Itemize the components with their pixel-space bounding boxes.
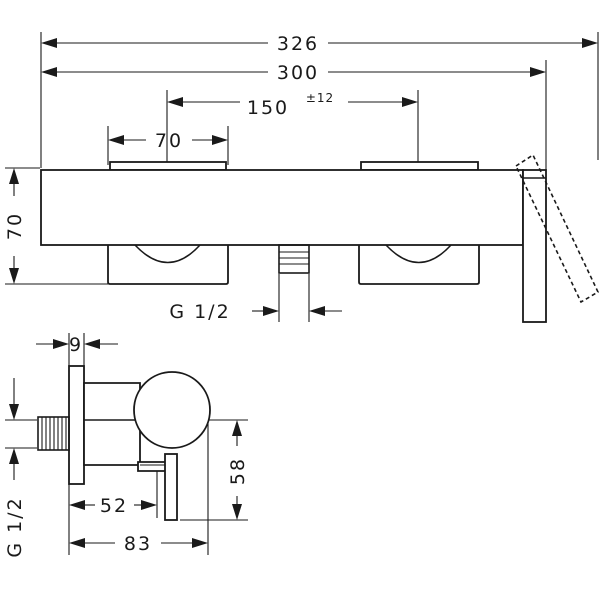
dim-handle-spacing-tolerance: ±12 xyxy=(306,91,334,105)
dim-body-width: 300 xyxy=(277,62,319,84)
front-view: 326 300 150 ±12 70 70 G 1/2 xyxy=(4,32,600,323)
lever-handle xyxy=(514,153,600,323)
threaded-inlet xyxy=(37,416,70,451)
dim-inlet-thread-front: G 1/2 xyxy=(169,301,230,323)
outlet-connector xyxy=(278,244,310,274)
dim-side-height: 58 xyxy=(227,457,249,485)
dim-spout-offset: 52 xyxy=(100,495,128,517)
dim-handle-width: 70 xyxy=(155,130,183,152)
left-handle-bottom xyxy=(107,239,229,285)
dim-handle-spacing: 150 xyxy=(247,97,289,119)
dim-handle-projection: 83 xyxy=(124,533,152,555)
mixer-body xyxy=(40,169,524,246)
side-lever xyxy=(137,453,178,521)
side-view: 9 G 1/2 58 52 83 xyxy=(4,333,249,558)
dim-wall-plate-depth: 9 xyxy=(69,334,83,356)
dim-body-height: 70 xyxy=(4,212,26,240)
dim-side-thread: G 1/2 xyxy=(4,496,26,557)
round-handle xyxy=(133,371,211,449)
dim-overall-width: 326 xyxy=(277,33,319,55)
side-body xyxy=(83,382,141,466)
right-handle-bottom xyxy=(358,239,480,285)
wall-plate xyxy=(68,365,85,485)
left-handle-top xyxy=(109,161,227,171)
right-handle-top xyxy=(360,161,479,171)
